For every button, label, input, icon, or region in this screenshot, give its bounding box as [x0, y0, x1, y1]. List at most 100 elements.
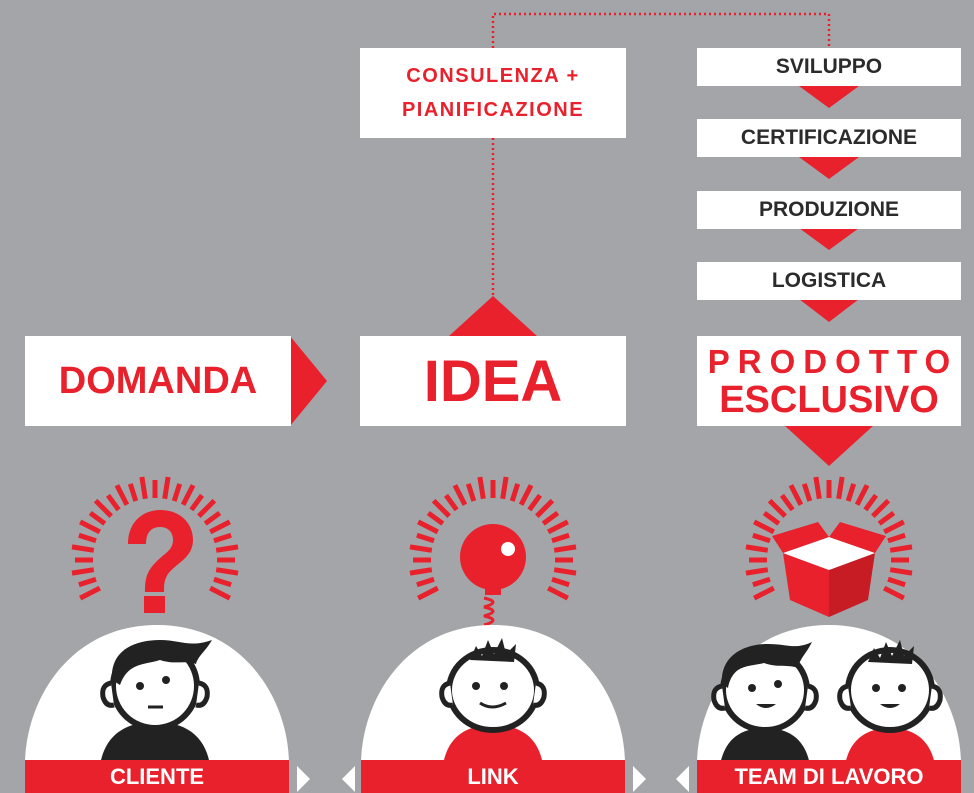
burst-ray: [541, 510, 560, 526]
bursts: [71, 476, 913, 601]
burst-ray: [215, 567, 239, 576]
team-figure-right: [837, 640, 943, 765]
burst-ray: [409, 544, 433, 553]
burst-ray: [553, 544, 577, 553]
burst-ray: [417, 585, 439, 601]
light-bulb-icon: [460, 524, 526, 627]
chevron-right-icon: [633, 766, 646, 792]
burst-ray: [409, 567, 433, 576]
domanda-box: DOMANDA: [25, 336, 291, 426]
cliente-figure: [100, 640, 212, 765]
burst-ray: [139, 476, 148, 500]
burst-ray: [887, 532, 906, 544]
burst-ray: [213, 532, 232, 544]
burst-ray: [547, 519, 569, 535]
burst-ray: [788, 484, 804, 506]
produzione-box: PRODUZIONE: [697, 191, 961, 229]
arrow-up-to-idea: [449, 296, 537, 336]
label-team-text: TEAM DI LAVORO: [734, 763, 924, 789]
burst-ray: [71, 544, 95, 553]
burst-ray: [71, 567, 95, 576]
burst-ray: [416, 576, 435, 588]
burst-ray: [452, 484, 468, 506]
burst-ray: [836, 476, 845, 500]
burst-ray: [500, 476, 509, 500]
burst-ray: [509, 483, 521, 502]
burst-ray: [105, 493, 121, 512]
consulenza-line2: PIANIFICAZIONE: [401, 99, 585, 121]
burst-ray: [209, 585, 231, 601]
burst-ray: [426, 510, 445, 526]
burst-link: [409, 476, 577, 601]
burst-team: [745, 476, 913, 601]
burst-ray: [801, 483, 813, 502]
burst-ray: [203, 510, 222, 526]
burst-ray: [88, 510, 107, 526]
arrow-right-to-idea: [290, 336, 327, 426]
arrow-down-prodotto: [784, 425, 874, 466]
burst-ray: [79, 585, 101, 601]
burst-ray: [753, 585, 775, 601]
flow-arrows: [290, 86, 874, 466]
label-team: TEAM DI LAVORO: [697, 760, 961, 793]
logistica-box: LOGISTICA: [697, 262, 961, 300]
burst-ray: [171, 483, 183, 502]
chevron-right-icon: [297, 766, 310, 792]
burst-ray: [845, 483, 857, 502]
link-figure: [439, 638, 547, 765]
arrow-down-certificazione: [799, 157, 859, 179]
burst-ray: [518, 484, 534, 506]
burst-ray: [465, 483, 477, 502]
burst-ray: [93, 498, 113, 518]
burst-ray: [114, 484, 130, 506]
burst-cliente: [71, 476, 239, 601]
burst-ray: [883, 519, 905, 535]
team-figure-left: [711, 642, 819, 765]
burst-ray: [854, 484, 870, 506]
burst-ray: [215, 544, 239, 553]
burst-ray: [745, 544, 769, 553]
burst-ray: [877, 510, 896, 526]
consulenza-line1: CONSULENZA +: [406, 65, 580, 87]
burst-ray: [79, 519, 101, 535]
burst-ray: [779, 493, 795, 512]
burst-ray: [813, 476, 822, 500]
burst-ray: [551, 576, 570, 588]
prodotto-line2: ESCLUSIVO: [719, 379, 939, 421]
package-icon: [772, 522, 886, 617]
burst-ray: [871, 498, 891, 518]
burst-ray: [863, 493, 879, 512]
burst-ray: [535, 498, 555, 518]
certificazione-box: CERTIFICAZIONE: [697, 119, 961, 157]
idea-box: IDEA: [360, 336, 626, 426]
arrow-down-produzione: [799, 228, 859, 250]
arrow-down-logistica: [799, 299, 859, 322]
chevron-left-icon: [676, 766, 689, 792]
burst-ray: [753, 519, 775, 535]
burst-ray: [752, 576, 771, 588]
burst-ray: [417, 519, 439, 535]
sviluppo-box: SVILUPPO: [697, 48, 961, 86]
burst-ray: [477, 476, 486, 500]
burst-ray: [547, 585, 569, 601]
prodotto-box: PRODOTTO ESCLUSIVO: [697, 336, 961, 426]
burst-ray: [431, 498, 451, 518]
dotted-connector: [491, 12, 831, 297]
burst-ray: [189, 493, 205, 512]
arrow-down-sviluppo: [799, 86, 859, 108]
label-link: LINK: [361, 760, 625, 793]
burst-ray: [889, 567, 913, 576]
burst-ray: [180, 484, 196, 506]
burst-ray: [745, 567, 769, 576]
produzione-label: PRODUZIONE: [758, 198, 899, 221]
burst-ray: [767, 498, 787, 518]
prodotto-line1: PRODOTTO: [707, 343, 959, 380]
burst-ray: [213, 576, 232, 588]
domanda-label: DOMANDA: [58, 359, 258, 402]
logistica-label: LOGISTICA: [771, 269, 887, 292]
burst-ray: [127, 483, 139, 502]
burst-ray: [78, 532, 97, 544]
burst-ray: [752, 532, 771, 544]
burst-ray: [416, 532, 435, 544]
